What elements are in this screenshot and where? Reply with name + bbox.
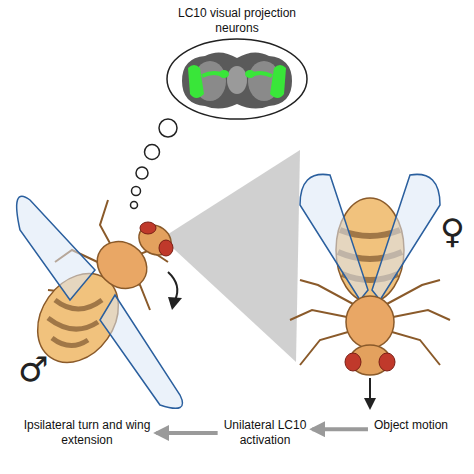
flow-arrow: [312, 427, 368, 431]
lc10-glomerulus: [219, 70, 229, 78]
step-label: Ipsilateral turn and wing extension: [12, 418, 162, 448]
fly-part: [346, 296, 394, 348]
fly-part: [300, 174, 368, 300]
fly-part: [48, 300, 102, 346]
view-cone: [162, 150, 300, 362]
bubble-ellipse: [167, 39, 307, 119]
female-fly: [290, 174, 450, 375]
thought-dot: [145, 145, 160, 160]
fly-part: [159, 240, 173, 256]
step-label: Unilateral LC10 activation: [200, 418, 330, 448]
step-label: Object motion: [366, 418, 456, 433]
thought-dot: [132, 187, 141, 196]
fly-part: [290, 310, 352, 320]
arrow-head: [168, 297, 182, 310]
thought-dot: [136, 167, 148, 179]
brain-center: [227, 66, 247, 94]
step-text-box: Ipsilateral turn and wing extension: [12, 418, 162, 452]
fly-part: [379, 353, 395, 371]
motion-arrow: [369, 378, 371, 400]
lc10-neurons: [270, 65, 286, 98]
fly-part: [17, 196, 95, 300]
bubble-heading: LC10 visual projection neurons: [160, 6, 314, 36]
flow-arrow: [156, 431, 217, 435]
lc10-neurons: [188, 65, 204, 98]
brain-image: [182, 52, 292, 108]
step-text-box: Object motion: [366, 418, 456, 452]
male-fly: [17, 196, 183, 408]
sex-symbol: ♀: [440, 214, 465, 248]
fly-part: [345, 353, 361, 371]
thought-dot: [159, 119, 177, 137]
fly-part: [100, 295, 183, 408]
fly-part: [140, 222, 156, 234]
thought-dot: [131, 202, 138, 209]
fly-part: [388, 310, 450, 320]
fly-part: [372, 174, 440, 300]
sex-symbol: ♂: [18, 352, 48, 386]
fly-part: [133, 219, 177, 261]
thought-bubble: LC10 visual projection neurons: [160, 6, 314, 122]
lc10-glomerulus: [245, 70, 255, 78]
arrow-head: [364, 398, 376, 410]
turn-arrow: [168, 272, 177, 300]
step-text-box: Unilateral LC10 activation: [200, 418, 330, 452]
